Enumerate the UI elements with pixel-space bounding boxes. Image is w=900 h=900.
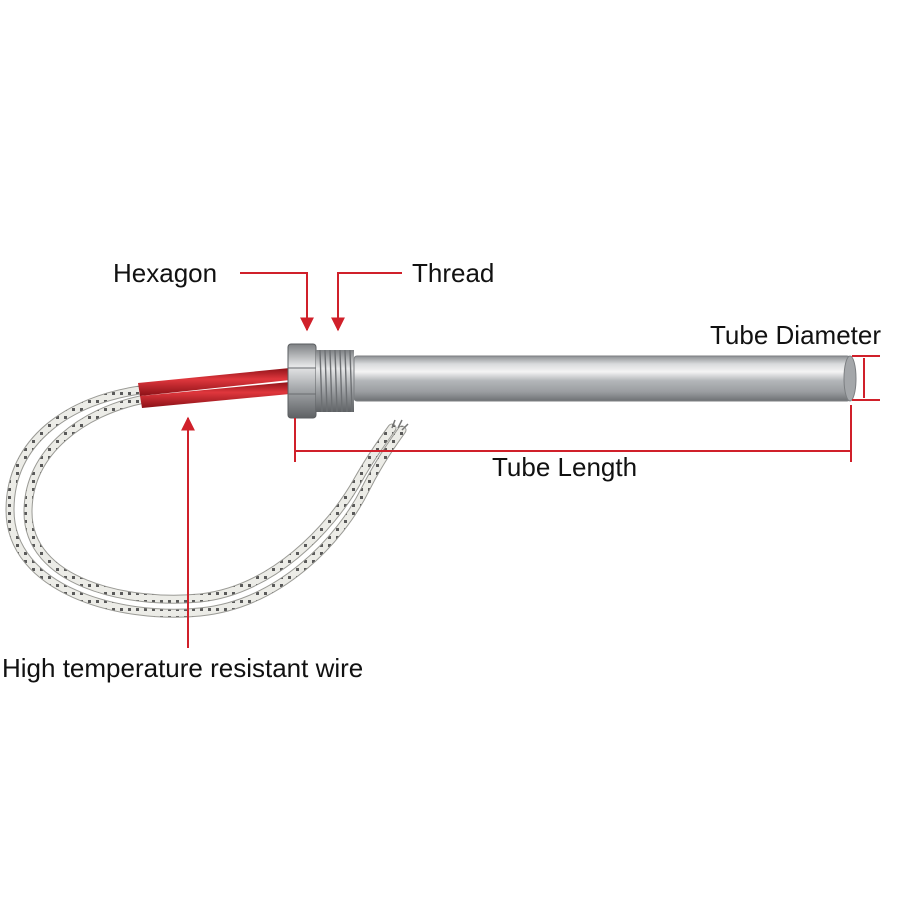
tube-length-annotation: Tube Length [294, 405, 852, 482]
wire-label: High temperature resistant wire [2, 653, 363, 683]
thread-section [316, 349, 354, 413]
lead-sleeves [138, 368, 290, 408]
hexagon-nut [287, 343, 317, 419]
tube-length-label: Tube Length [492, 452, 637, 482]
thread-label: Thread [412, 258, 494, 288]
thread-annotation: Thread [331, 258, 494, 332]
braided-wire [5, 385, 409, 618]
heater-tube [353, 355, 857, 402]
wire-annotation: High temperature resistant wire [2, 416, 363, 683]
hexagon-label: Hexagon [113, 258, 217, 288]
tube-diameter-annotation: Tube Diameter [710, 320, 881, 401]
hexagon-annotation: Hexagon [113, 258, 314, 332]
tube-diameter-label: Tube Diameter [710, 320, 881, 350]
